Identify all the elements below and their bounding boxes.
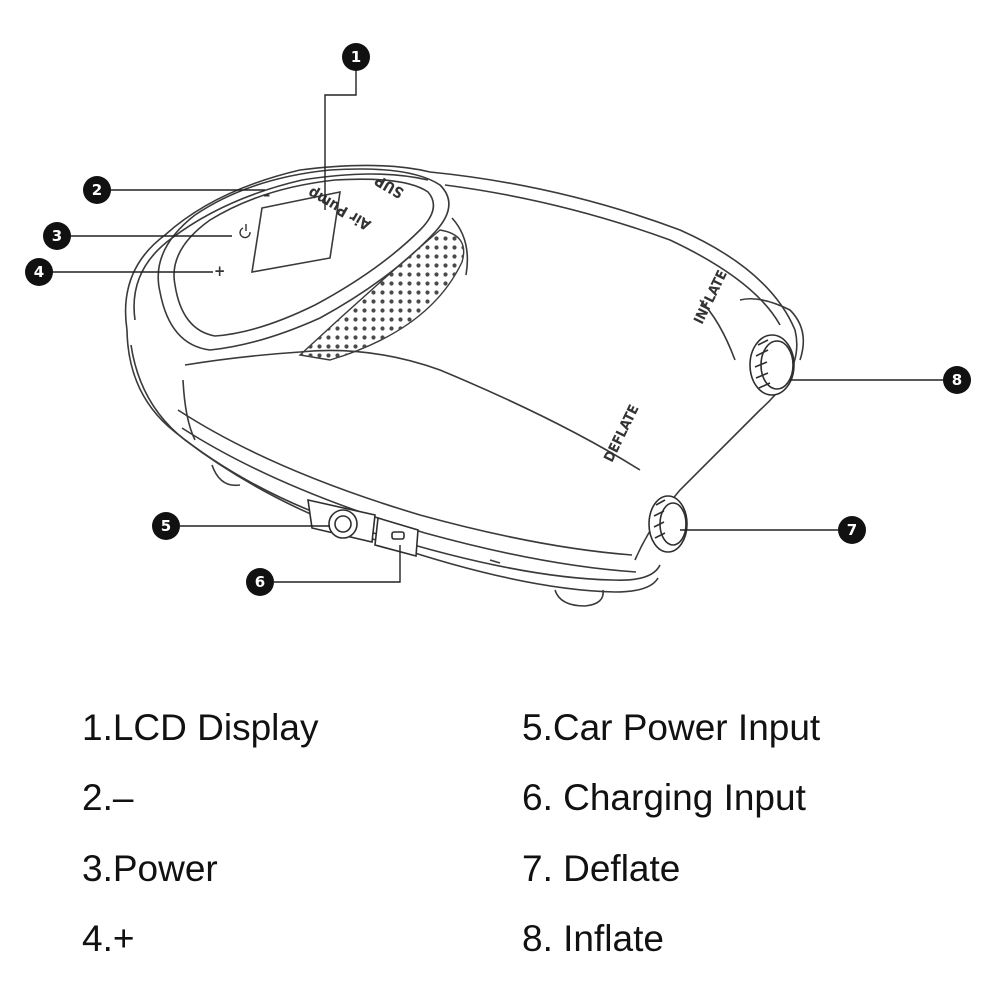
callout-2: 2 <box>83 176 111 204</box>
svg-text:7: 7 <box>847 521 857 539</box>
legend-item-lcd-display: 1.LCD Display <box>82 707 319 748</box>
svg-text:6: 6 <box>255 573 265 591</box>
speaker-grille <box>298 229 465 361</box>
inflate-label: INFLATE <box>691 268 731 327</box>
foot-left <box>211 464 241 487</box>
svg-text:2: 2 <box>92 181 102 199</box>
callout-3: 3 <box>43 222 71 250</box>
callout-6: 6 <box>246 568 274 596</box>
charging-port <box>374 516 419 558</box>
leader-1 <box>324 68 357 210</box>
foot-right <box>554 589 604 607</box>
callout-8: 8 <box>943 366 971 394</box>
inflate-valve <box>749 334 795 396</box>
car-power-port <box>307 498 376 543</box>
power-button-icon <box>239 224 251 239</box>
legend-item-power: 3.Power <box>82 848 218 889</box>
legend-item-minus: 2.– <box>82 777 134 818</box>
minus-button-label: – <box>263 185 270 204</box>
svg-text:8: 8 <box>952 371 962 389</box>
legend-item-plus: 4.+ <box>82 918 135 959</box>
leader-6 <box>274 545 401 583</box>
callout-1: 1 <box>342 43 370 71</box>
callout-5: 5 <box>152 512 180 540</box>
svg-text:4: 4 <box>34 263 44 281</box>
lcd-window <box>251 190 341 273</box>
svg-text:5: 5 <box>161 517 171 535</box>
air-pump-diagram: Air Pump SUP DEFLATE INFLATE – + 1 2 3 4… <box>25 43 971 607</box>
plus-button-label: + <box>214 262 225 280</box>
svg-text:1: 1 <box>351 48 361 66</box>
leader-lines <box>52 68 943 583</box>
deflate-valve <box>648 495 688 553</box>
pump-body <box>124 164 805 607</box>
deflate-label: DEFLATE <box>601 402 642 464</box>
product-label: Air Pump <box>304 184 374 235</box>
callout-7: 7 <box>838 516 866 544</box>
console-outline <box>157 168 450 351</box>
svg-text:3: 3 <box>52 227 62 245</box>
legend-item-car-power-input: 5.Car Power Input <box>522 707 821 748</box>
legend-item-inflate: 8. Inflate <box>522 918 664 959</box>
legend-item-charging-input: 6. Charging Input <box>522 777 806 818</box>
callout-4: 4 <box>25 258 53 286</box>
legend-item-deflate: 7. Deflate <box>522 848 681 889</box>
